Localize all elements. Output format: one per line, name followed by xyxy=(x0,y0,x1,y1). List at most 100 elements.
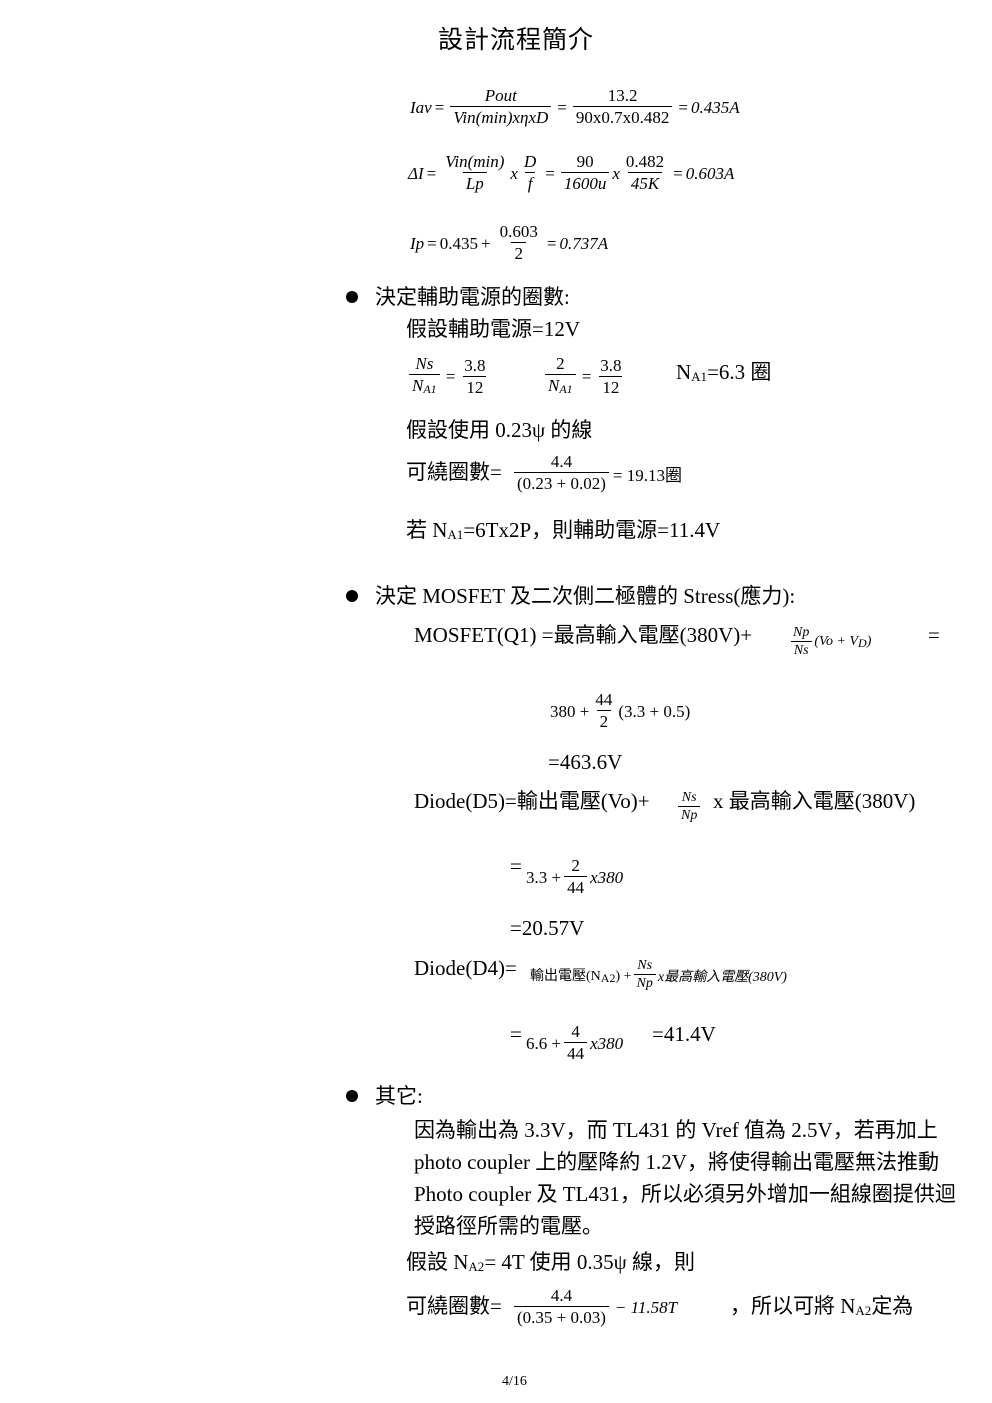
eq3-plus: + xyxy=(481,233,491,253)
page-title: 設計流程簡介 xyxy=(438,27,595,54)
na1-post: =6.3 圈 xyxy=(707,360,772,384)
d4-calc-num: 4 xyxy=(571,1022,580,1041)
s3-tail-sub: A2 xyxy=(855,1303,872,1318)
s3-line1-sub: A2 xyxy=(468,1259,485,1274)
d4-a: 輸出電壓(N xyxy=(530,969,601,984)
d4-tail: x最高輸入電壓(380V) xyxy=(657,969,787,985)
section3-heading: 其它: xyxy=(375,1084,423,1108)
section1-line2: 假設使用 0.23ψ 的線 xyxy=(406,418,593,442)
bullet-icon xyxy=(346,291,358,303)
eq3-result: 0.737A xyxy=(559,233,609,253)
eq3-a: 0.435 xyxy=(439,233,479,253)
d5-calc-num: 2 xyxy=(571,856,580,875)
mos-frac-num: Np xyxy=(793,625,810,640)
turns1-result: = 19.13圈 xyxy=(612,466,683,485)
eq2-lhs: ΔI xyxy=(408,163,424,183)
frac-a-num: Ns xyxy=(415,354,434,373)
frac-d-num: 3.8 xyxy=(600,355,622,375)
d5-frac-den: Np xyxy=(678,806,701,825)
d4-frac-den: Np xyxy=(633,974,656,993)
mos-paren: (Vo + V xyxy=(814,634,859,649)
turns1-num: 4.4 xyxy=(550,452,573,471)
na1-pre: N xyxy=(676,360,692,384)
eq3-num: 0.603 xyxy=(499,222,538,241)
section3-line1: 假設 NA2= 4T 使用 0.35ψ 線，則 xyxy=(406,1248,695,1281)
turns1-den: (0.23 + 0.02) xyxy=(514,472,609,495)
d4-label: Diode(D4)= xyxy=(414,956,517,980)
turns-label-1: 可繞圈數= xyxy=(406,460,502,484)
eq2-x2: x xyxy=(612,163,620,183)
mos-calc-num: 44 xyxy=(595,690,613,709)
mos-paren-end: ) xyxy=(866,634,872,649)
turns-label-2: 可繞圈數= xyxy=(406,1294,502,1318)
line3-sub: A1 xyxy=(447,527,464,542)
frac-c-num: 2 xyxy=(556,354,565,373)
turns2-den: (0.35 + 0.03) xyxy=(514,1306,609,1329)
frac-d-den: 12 xyxy=(599,375,623,399)
eq2-num4: 0.482 xyxy=(625,152,665,171)
eq2-num1: Vin(min) xyxy=(445,152,505,171)
mos-calc-b: (3.3 + 0.5) xyxy=(618,701,691,721)
eq2-x1: x xyxy=(510,163,518,183)
d5-calc-b: x380 xyxy=(590,867,624,887)
s3-tail-post: 定為 xyxy=(871,1294,914,1318)
d4-calc-b: x380 xyxy=(590,1033,624,1053)
turns-equation-2: 4.4(0.35 + 0.03) − 11.58T xyxy=(514,1286,677,1329)
section1-line3: 若 NA1=6Tx2P，則輔助電源=11.4V xyxy=(406,516,720,549)
mos-calc-den: 2 xyxy=(596,710,612,733)
line3-post: =6Tx2P，則輔助電源=11.4V xyxy=(463,518,721,542)
turns2-result: − 11.58T xyxy=(614,1297,678,1317)
eq1-num1: Pout xyxy=(484,86,517,105)
mosfet-result: =463.6V xyxy=(548,750,623,774)
frac-c-den-sub: A1 xyxy=(559,382,573,396)
eq1-den2: 90x0.7x0.482 xyxy=(572,106,673,129)
bullet-icon xyxy=(346,1090,358,1102)
s3-line1-pre: 假設 N xyxy=(406,1250,469,1274)
d4-result: =41.4V xyxy=(652,1022,716,1046)
eq2-den2: f xyxy=(524,172,536,195)
eq1-num2: 13.2 xyxy=(607,86,638,105)
eq1-den1: Vin(min)xηxD xyxy=(450,106,552,129)
frac-a-den: N xyxy=(412,376,424,395)
bullet-icon xyxy=(346,590,358,602)
frac-a-den-sub: A1 xyxy=(423,382,437,396)
d4-equals: = xyxy=(510,1022,522,1046)
d5-equals: = xyxy=(510,854,522,878)
mos-calc-a: 380 + xyxy=(550,701,590,721)
d4-a-end: ) + xyxy=(615,969,632,984)
eq2-den3: 1600u xyxy=(560,172,610,195)
d5-calc-a: 3.3 + xyxy=(526,867,562,887)
mos-frac-den: Ns xyxy=(790,641,812,660)
eq1-lhs: Iav xyxy=(410,97,432,117)
na1-sub: A1 xyxy=(691,369,708,384)
eq2-num2: D xyxy=(523,152,537,171)
eq2-result: 0.603A xyxy=(685,163,735,183)
d5-frac-num: Ns xyxy=(681,790,697,805)
mosfet-equals: = xyxy=(928,623,940,647)
frac-b-num: 3.8 xyxy=(464,355,486,375)
eq3-den: 2 xyxy=(511,242,526,265)
d5-label: Diode(D5)=輸出電壓(Vo)+ xyxy=(414,789,650,813)
na1-result: NA1=6.3 圈 xyxy=(676,358,771,391)
frac-b-den: 12 xyxy=(463,375,487,399)
eq2-num3: 90 xyxy=(576,152,594,171)
turns-equation-1: 4.4(0.23 + 0.02) = 19.13圈 xyxy=(514,452,682,495)
s3-line1-post: = 4T 使用 0.35ψ 線，則 xyxy=(484,1250,695,1274)
d5-result: =20.57V xyxy=(510,916,585,940)
d5-tail: x 最高輸入電壓(380V) xyxy=(713,789,916,813)
eq3-lhs: Ip xyxy=(410,233,425,253)
section2-heading: 決定 MOSFET 及二次側二極體的 Stress(應力): xyxy=(375,584,796,608)
section3-paragraph: 因為輸出為 3.3V，而 TL431 的 Vref 值為 2.5V，若再加上 p… xyxy=(414,1118,956,1238)
d4-calc-den: 44 xyxy=(564,1042,588,1065)
mosfet-label: MOSFET(Q1) =最高輸入電壓(380V)+ xyxy=(414,623,753,647)
